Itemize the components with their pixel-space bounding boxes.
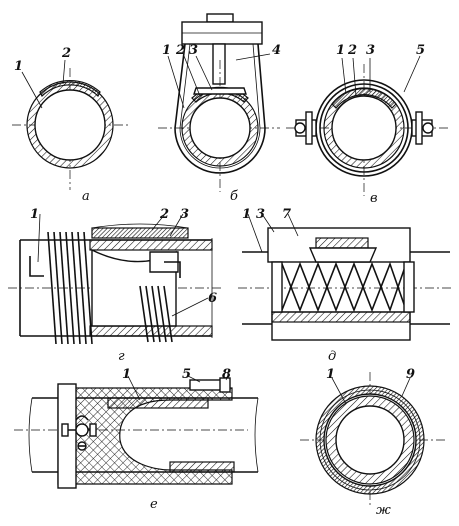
label-2: 2 <box>61 46 71 61</box>
label-5: 5 <box>182 367 191 382</box>
panel-caption: в <box>370 191 378 206</box>
clamp-insert <box>315 237 369 249</box>
panel-caption: б <box>230 189 238 204</box>
label-2: 2 <box>175 43 185 58</box>
lacing-b <box>281 261 407 313</box>
label-4: 4 <box>272 43 281 58</box>
clamp-ring-inner <box>319 83 409 173</box>
clamp-strap <box>174 43 266 174</box>
leader-2 <box>183 55 201 97</box>
panel-caption: г <box>118 349 125 364</box>
pipe-bore <box>34 89 106 161</box>
leader-5 <box>403 55 421 93</box>
clamp-strap-inner <box>179 43 261 169</box>
panel-caption: ж <box>376 503 391 518</box>
tape-layer-top <box>91 227 189 239</box>
pipe-bore <box>331 95 397 161</box>
bracket-right <box>164 261 181 278</box>
leader-3 <box>195 55 213 91</box>
label-1: 1 <box>326 367 335 382</box>
panel-d: 1 3 7 д <box>238 207 452 364</box>
patch <box>39 79 101 97</box>
bolt-left <box>294 122 306 134</box>
label-1: 1 <box>122 367 131 382</box>
label-3: 3 <box>189 43 198 58</box>
leader-2 <box>352 57 357 97</box>
leader-1 <box>167 55 185 109</box>
wrap-mid-ring <box>319 389 421 491</box>
patch <box>331 88 397 109</box>
label-2: 2 <box>159 207 169 222</box>
tape-edge <box>91 223 189 229</box>
leader-7 <box>287 213 299 237</box>
leader-4 <box>235 53 271 61</box>
leader-2 <box>151 213 166 231</box>
clamp-screw <box>212 43 226 85</box>
label-1: 1 <box>14 59 23 74</box>
panel-g: 1 2 3 6 г <box>8 207 222 364</box>
leader-1 <box>21 71 43 109</box>
panel-e: 1 5 8 е <box>14 367 259 512</box>
panel-caption: а <box>82 189 90 204</box>
label-3: 3 <box>180 207 189 222</box>
leader-1 <box>127 375 141 401</box>
pipe-break-right <box>254 397 259 473</box>
bolt-shank-right <box>415 111 423 145</box>
winding-bundle-left <box>47 231 93 345</box>
bolt-right <box>422 122 434 134</box>
panel-b: 1 2 3 4 б <box>158 13 281 204</box>
bolt-shank-left <box>305 111 313 145</box>
leader-1 <box>37 213 41 263</box>
label-1: 1 <box>162 43 171 58</box>
label-1: 1 <box>242 207 251 222</box>
leader-8 <box>225 375 229 381</box>
pipe-wall-top <box>107 397 209 409</box>
leader-1 <box>341 57 347 95</box>
label-3: 3 <box>366 43 375 58</box>
pipe-wall-bottom <box>169 461 235 473</box>
label-1: 1 <box>30 207 39 222</box>
panel-v: 1 2 3 5 в <box>286 43 448 206</box>
panel-zh: 1 9 ж <box>300 367 446 518</box>
leader-3 <box>261 213 275 233</box>
collar-band-8 <box>219 377 231 393</box>
leader-3 <box>169 213 184 237</box>
label-8: 8 <box>222 367 231 382</box>
panel-caption: д <box>328 349 336 364</box>
pipe-bore <box>335 405 405 475</box>
clamp-screw-head <box>206 13 234 23</box>
winding-bundle-right <box>139 285 173 343</box>
lacing-end-right <box>403 261 415 313</box>
pipe-break-left <box>28 397 33 473</box>
pipe-bore <box>189 97 251 159</box>
pipe-wall-top <box>89 239 213 251</box>
leader-1 <box>331 377 347 405</box>
pipe-wall-bottom <box>89 325 213 337</box>
leader-5 <box>187 375 201 383</box>
label-9: 9 <box>406 367 415 382</box>
label-5: 5 <box>416 43 425 58</box>
leader-2 <box>62 59 66 85</box>
panel-caption: е <box>150 497 158 512</box>
label-3: 3 <box>256 207 265 222</box>
leader-9 <box>401 377 411 397</box>
clamp-bottom-insert <box>271 311 411 323</box>
lacing-end-left <box>271 261 283 313</box>
leader-6 <box>171 297 209 317</box>
label-7: 7 <box>282 207 291 222</box>
label-2: 2 <box>347 43 357 58</box>
clamp-bolt <box>61 415 97 451</box>
leader-1 <box>247 213 263 253</box>
clamp-wedge <box>308 247 378 263</box>
label-6: 6 <box>208 291 217 306</box>
pressure-plate <box>193 87 247 95</box>
panel-a: 1 2 а <box>12 46 130 204</box>
label-1: 1 <box>336 43 345 58</box>
bracket-left <box>29 256 44 277</box>
